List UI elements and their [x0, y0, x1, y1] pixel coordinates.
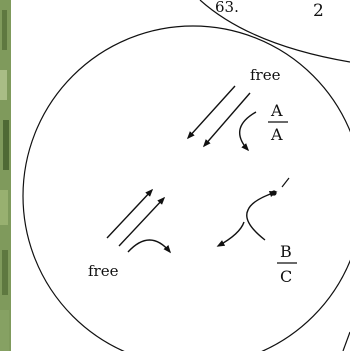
branch-arrow-left [216, 221, 245, 247]
corner-line-fragment [342, 331, 350, 351]
parallel-arrow-2 [202, 92, 251, 148]
bottom-left-arrow-group [106, 188, 172, 254]
top-arrow-group [186, 85, 257, 152]
parallel-arrow-3 [106, 188, 154, 239]
fraction-top: A A [268, 101, 288, 144]
foliage-strip [0, 0, 11, 351]
fraction-top-numerator: A [270, 101, 283, 120]
main-circle [22, 25, 350, 351]
branch-tick [281, 177, 290, 188]
corner-partial-number: 63. [215, 0, 239, 16]
free-label-bottom: free [88, 262, 119, 280]
curved-arrow-top [239, 111, 257, 152]
parallel-arrow-4 [118, 196, 166, 247]
corner-circle: 63. 2 [199, 0, 350, 63]
fraction-bottom: B C [277, 242, 297, 286]
curved-arrow-bottom [127, 239, 172, 254]
parallel-arrow-1 [186, 85, 236, 140]
branch-arrow-up [246, 190, 278, 241]
fraction-top-denominator: A [270, 125, 283, 144]
fraction-bottom-numerator: B [280, 242, 292, 261]
branch-arrow-group [216, 177, 290, 247]
fraction-bottom-denominator: C [280, 267, 292, 286]
corner-number: 2 [313, 1, 324, 21]
free-label-top: free [250, 66, 281, 84]
